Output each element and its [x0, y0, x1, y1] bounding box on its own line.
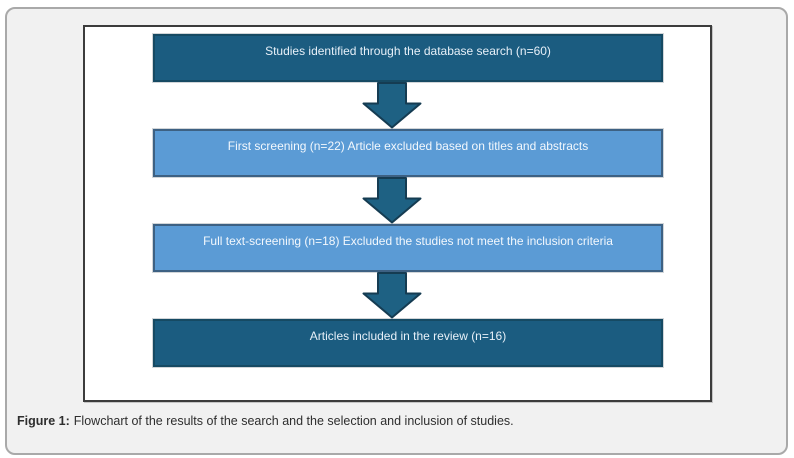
- down-arrow-icon: [362, 177, 422, 224]
- flow-node-identified: Studies identified through the database …: [153, 34, 663, 82]
- flow-arrow-row: [153, 177, 663, 224]
- flowchart: Studies identified through the database …: [153, 34, 663, 367]
- flow-node-label: Full text-screening (n=18) Excluded the …: [203, 234, 613, 248]
- figure-caption: Figure 1:Flowchart of the results of the…: [17, 413, 514, 429]
- flowchart-panel: Studies identified through the database …: [83, 25, 712, 402]
- figure-caption-label: Figure 1:: [17, 414, 70, 428]
- flow-arrow-row: [153, 82, 663, 129]
- down-arrow-icon: [362, 272, 422, 319]
- flow-node-fulltext-screening: Full text-screening (n=18) Excluded the …: [153, 224, 663, 272]
- flow-node-first-screening: First screening (n=22) Article excluded …: [153, 129, 663, 177]
- down-arrow-icon: [362, 82, 422, 129]
- figure-card: Studies identified through the database …: [5, 7, 788, 455]
- flow-node-label: Studies identified through the database …: [265, 44, 551, 58]
- flow-arrow-row: [153, 272, 663, 319]
- flow-node-label: Articles included in the review (n=16): [309, 329, 507, 343]
- figure-caption-text: Flowchart of the results of the search a…: [73, 414, 514, 428]
- flow-node-label: First screening (n=22) Article excluded …: [227, 139, 589, 153]
- flow-node-included: Articles included in the review (n=16): [153, 319, 663, 367]
